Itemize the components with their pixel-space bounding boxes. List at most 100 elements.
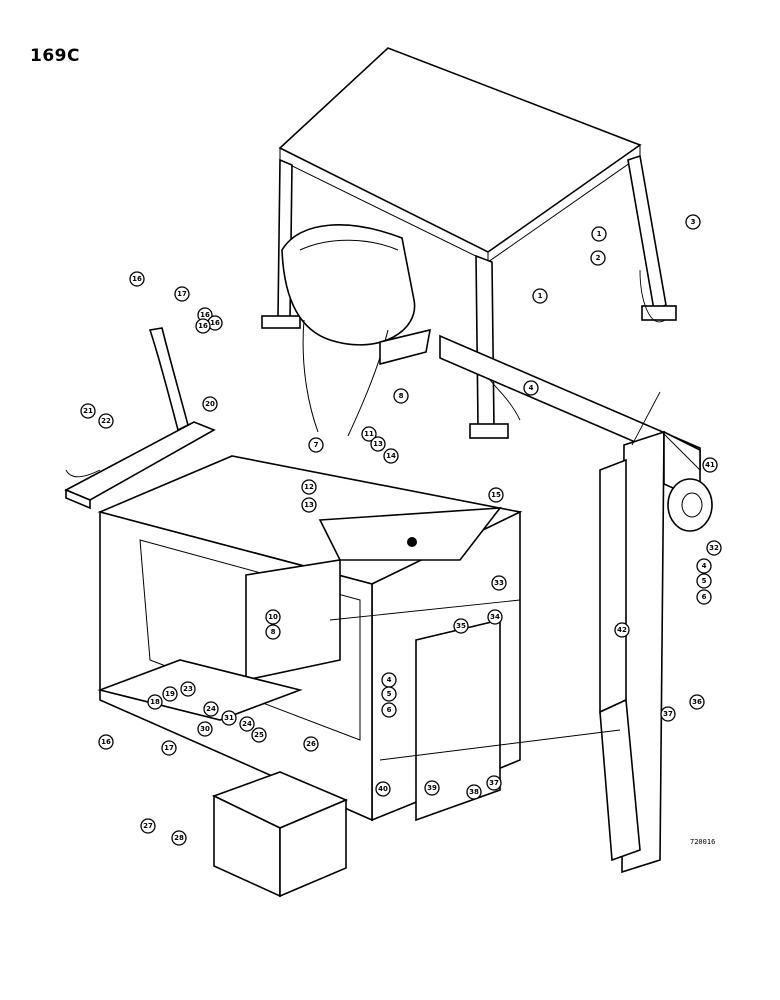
callout-label: 15 — [491, 491, 501, 499]
callout-label: 16 — [210, 319, 220, 327]
callout-label: 37 — [489, 779, 499, 787]
callout-6: 6 — [381, 702, 397, 718]
callout-label: 27 — [143, 822, 153, 830]
callout-label: 26 — [306, 740, 316, 748]
leader-lines — [65, 269, 701, 761]
callout-4: 4 — [523, 380, 539, 396]
callout-16e: 16 — [98, 734, 114, 750]
callout-16d: 16 — [195, 318, 211, 334]
callout-label: 6 — [387, 706, 392, 714]
callout-label: 10 — [268, 613, 278, 621]
callout-41: 41 — [702, 457, 718, 473]
callout-label: 38 — [469, 788, 479, 796]
callout-label: 35 — [456, 622, 466, 630]
callout-30: 30 — [197, 721, 213, 737]
figure-number: 169C — [30, 46, 80, 66]
callout-28: 28 — [171, 830, 187, 846]
callout-label: 5 — [702, 577, 707, 585]
seat — [281, 224, 432, 437]
callout-label: 5 — [387, 690, 392, 698]
callout-label: 34 — [490, 613, 500, 621]
step-assembly — [64, 327, 216, 510]
callout-3: 3 — [685, 214, 701, 230]
battery-box — [211, 771, 349, 898]
callout-18: 18 — [147, 694, 163, 710]
callout-11: 11 — [361, 426, 377, 442]
callout-label: 39 — [427, 784, 437, 792]
callout-label: 6 — [702, 593, 707, 601]
callout-25: 25 — [251, 727, 267, 743]
callout-label: 16 — [101, 738, 111, 746]
callout-39: 39 — [424, 780, 440, 796]
callout-34: 34 — [487, 609, 503, 625]
callout-label: 17 — [177, 290, 187, 298]
callout-8: 8 — [393, 388, 409, 404]
callout-label: 37 — [663, 710, 673, 718]
callout-32: 32 — [706, 540, 722, 556]
callout-label: 40 — [378, 785, 388, 793]
callout-8b: 8 — [265, 624, 281, 640]
callout-label: 1 — [597, 230, 602, 238]
callout-13: 13 — [370, 436, 386, 452]
callout-label: 8 — [271, 628, 276, 636]
callout-4b: 4 — [381, 672, 397, 688]
callout-37b: 37 — [486, 775, 502, 791]
callout-37: 37 — [660, 706, 676, 722]
callout-label: 16 — [200, 311, 210, 319]
callout-label: 25 — [254, 731, 264, 739]
callout-24: 24 — [203, 701, 219, 717]
callout-10: 10 — [265, 609, 281, 625]
callout-label: 13 — [304, 501, 314, 509]
callout-label: 32 — [709, 544, 719, 552]
callout-label: 18 — [150, 698, 160, 706]
callout-label: 33 — [494, 579, 504, 587]
callout-label: 11 — [364, 430, 374, 438]
callout-21: 21 — [80, 403, 96, 419]
callout-label: 23 — [183, 685, 193, 693]
operator-frame — [439, 334, 713, 874]
callout-label: 7 — [314, 441, 319, 449]
callout-5: 5 — [381, 686, 397, 702]
callout-label: 30 — [200, 725, 210, 733]
callout-16: 16 — [129, 271, 145, 287]
callout-4c: 4 — [696, 558, 712, 574]
callout-label: 13 — [373, 440, 383, 448]
callout-31: 31 — [221, 710, 237, 726]
callout-label: 2 — [596, 254, 601, 262]
callout-label: 1 — [538, 292, 543, 300]
callout-14: 14 — [383, 448, 399, 464]
callout-label: 16 — [132, 275, 142, 283]
callout-label: 16 — [198, 322, 208, 330]
callout-label: 4 — [387, 676, 392, 684]
callout-5b: 5 — [696, 573, 712, 589]
callout-label: 21 — [83, 407, 93, 415]
callout-bubbles: 1 2 3 1 4 8 7 11 13 14 12 13 15 16 16 17… — [80, 214, 722, 846]
callout-42: 42 — [614, 622, 630, 638]
drawing-code: 720016 — [690, 838, 716, 846]
callout-label: 14 — [386, 452, 396, 460]
callout-label: 42 — [617, 626, 627, 634]
callout-15: 15 — [488, 487, 504, 503]
callout-1b: 1 — [532, 288, 548, 304]
callout-label: 4 — [702, 562, 707, 570]
callout-2: 2 — [590, 250, 606, 266]
callout-label: 22 — [101, 417, 111, 425]
callout-22: 22 — [98, 413, 114, 429]
callout-40: 40 — [375, 781, 391, 797]
callout-36: 36 — [689, 694, 705, 710]
callout-label: 17 — [164, 744, 174, 752]
callout-label: 41 — [705, 461, 715, 469]
callout-35: 35 — [453, 618, 469, 634]
callout-label: 3 — [691, 218, 696, 226]
callout-38: 38 — [466, 784, 482, 800]
callout-24b: 24 — [239, 716, 255, 732]
callout-label: 28 — [174, 834, 184, 842]
callout-1: 1 — [591, 226, 607, 242]
callout-19: 19 — [162, 686, 178, 702]
callout-13b: 13 — [301, 497, 317, 513]
callout-12: 12 — [301, 479, 317, 495]
callout-17b: 17 — [161, 740, 177, 756]
callout-label: 31 — [224, 714, 234, 722]
callout-label: 36 — [692, 698, 702, 706]
